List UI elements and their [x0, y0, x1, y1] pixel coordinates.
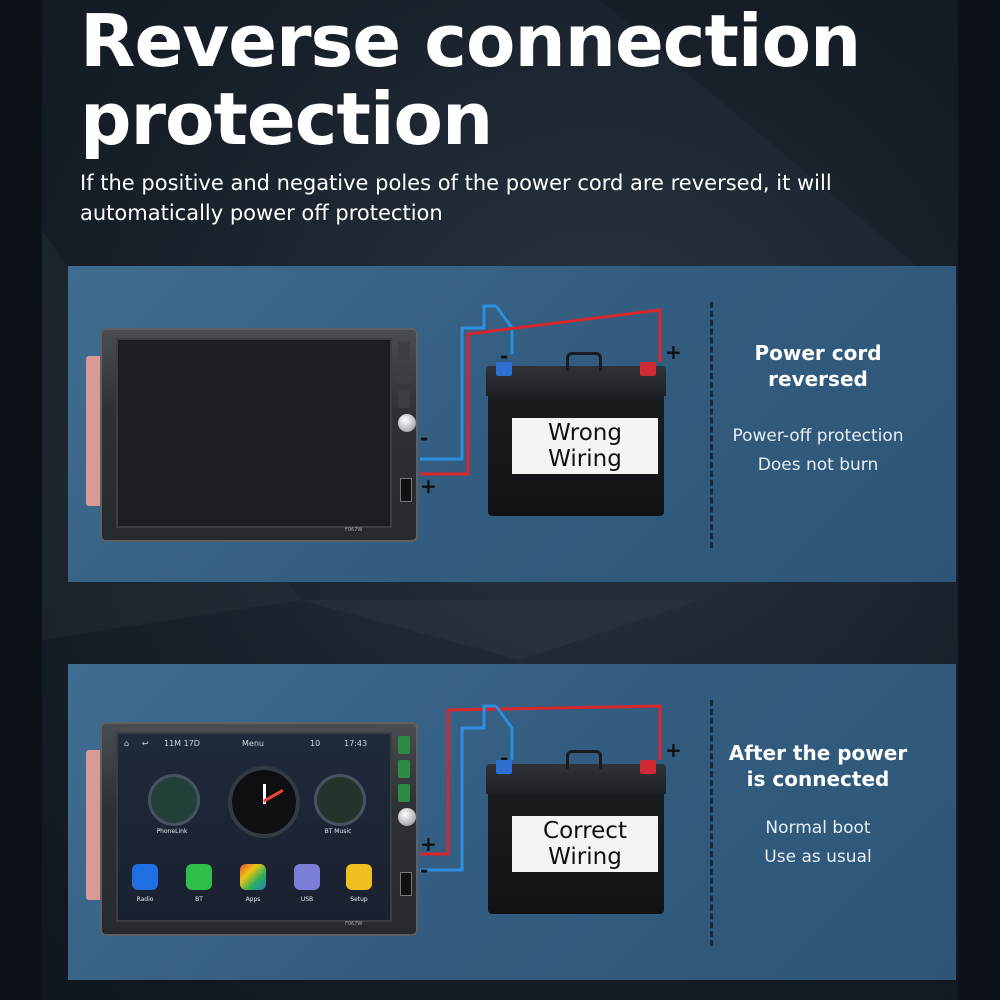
head-unit: ⌂ ↩ 11M 17D Menu 10 17:43 PhoneLink BT M… [86, 722, 418, 936]
app-label-setup: Setup [350, 896, 368, 903]
status-title: After the power is connected [728, 741, 908, 791]
unit-negative-sign: - [420, 858, 429, 882]
app-label-bt: BT [195, 896, 203, 903]
signal-label: 10 [310, 739, 321, 748]
menu-label: Menu [242, 739, 264, 748]
battery-label: Correct Wiring [512, 816, 658, 872]
usb-app-icon[interactable] [294, 864, 320, 890]
status-line-1: Normal boot [765, 818, 871, 838]
battery-label: Wrong Wiring [512, 418, 658, 474]
car-battery: Wrong Wiring [486, 352, 666, 516]
head-unit-body: F067W [100, 328, 418, 542]
wrong-wiring-panel: F067W - + - + Wrong Wiring Power cord re… [68, 266, 956, 582]
app-label-usb: USB [300, 896, 314, 903]
right-edge [958, 0, 1000, 1000]
bt-music-label: BT Music [324, 828, 352, 835]
correct-wiring-panel: ⌂ ↩ 11M 17D Menu 10 17:43 PhoneLink BT M… [68, 664, 956, 980]
positive-terminal [640, 362, 656, 376]
date-label: 11M 17D [164, 739, 200, 748]
negative-terminal [496, 760, 512, 774]
radio-app-icon[interactable] [132, 864, 158, 890]
dashed-divider [710, 302, 713, 548]
page-title: Reverse connection protection [80, 0, 861, 161]
app-label-radio: Radio [136, 896, 154, 903]
clock-widget [228, 766, 300, 838]
negative-sign: - [500, 344, 509, 368]
positive-sign: + [665, 340, 682, 364]
status-line-1: Power-off protection [732, 426, 904, 446]
usb-port [400, 478, 412, 502]
time-label: 17:43 [344, 739, 368, 748]
head-unit-screen-on: ⌂ ↩ 11M 17D Menu 10 17:43 PhoneLink BT M… [116, 732, 392, 922]
status-line-2: Does not burn [757, 455, 879, 475]
page-subtitle: If the positive and negative poles of th… [80, 171, 832, 225]
head-unit-body: ⌂ ↩ 11M 17D Menu 10 17:43 PhoneLink BT M… [100, 722, 418, 936]
carplay-status-bar: ⌂ ↩ 11M 17D Menu 10 17:43 [118, 734, 390, 754]
usb-port [400, 872, 412, 896]
car-battery: Correct Wiring [486, 750, 666, 914]
unit-positive-sign: + [420, 474, 437, 498]
positive-sign: + [665, 738, 682, 762]
wiring-diagram [420, 704, 662, 872]
apps-app-icon[interactable] [240, 864, 266, 890]
model-label: F067W [345, 527, 363, 533]
positive-terminal [640, 760, 656, 774]
left-edge [0, 0, 42, 1000]
head-unit: F067W [86, 328, 418, 542]
model-label: F067W [345, 921, 363, 927]
negative-sign: - [500, 746, 509, 770]
wiring-diagram [420, 304, 662, 476]
home-icon: ⌂ [124, 739, 130, 748]
back-icon: ↩ [142, 739, 149, 748]
phonelink-widget[interactable] [148, 774, 200, 826]
head-unit-screen-off [116, 338, 392, 528]
status-title: Power cord reversed [754, 341, 882, 391]
unit-positive-sign: + [420, 832, 437, 856]
dashed-divider [710, 700, 713, 946]
status-line-2: Use as usual [764, 847, 872, 867]
unit-negative-sign: - [420, 426, 429, 450]
bt-music-widget[interactable] [314, 774, 366, 826]
phone-app-icon[interactable] [186, 864, 212, 890]
volume-knob [398, 808, 416, 826]
app-label-apps: Apps [245, 896, 261, 903]
setup-app-icon[interactable] [346, 864, 372, 890]
volume-knob [398, 414, 416, 432]
side-buttons [396, 338, 414, 528]
side-buttons [396, 732, 414, 922]
phonelink-label: PhoneLink [156, 828, 188, 835]
negative-terminal [496, 362, 512, 376]
